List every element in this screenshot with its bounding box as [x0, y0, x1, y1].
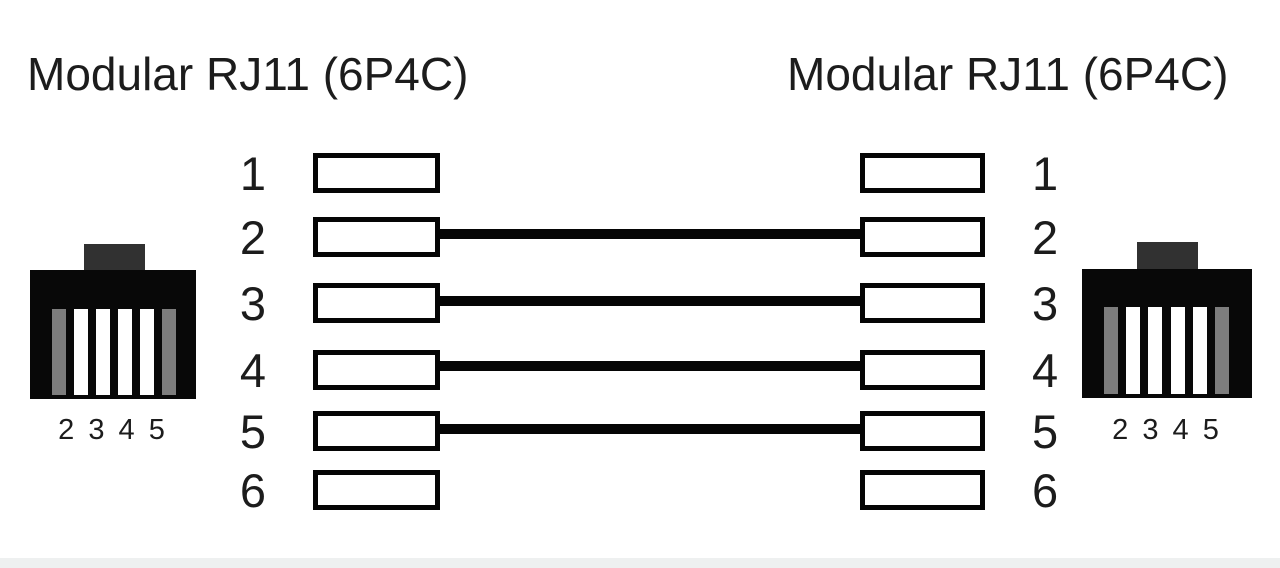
right-plug-slot-2: [1126, 307, 1141, 394]
left-pin-number-4: 4: [239, 344, 266, 397]
left-pin-number-6: 6: [239, 464, 266, 517]
wire-pin5-to-pin5: [437, 424, 863, 434]
right-pin-contact-2: [860, 217, 985, 257]
left-pin-number-5: 5: [239, 405, 266, 458]
left-pin-number-3: 3: [239, 277, 266, 330]
right-pin-number-6: 6: [1032, 464, 1059, 517]
right-plug-slot-6: [1214, 307, 1229, 394]
left-plug-contact-slots: [52, 309, 176, 395]
right-connector-title: Modular RJ11 (6P4C): [787, 48, 1229, 100]
right-pin-contact-3: [860, 283, 985, 323]
left-connector-title: Modular RJ11 (6P4C): [27, 48, 469, 100]
right-pin-contact-5: [860, 411, 985, 451]
left-plug-slot-4: [118, 309, 132, 395]
right-pin-contact-4: [860, 350, 985, 390]
left-pin-contact-3: [313, 283, 440, 323]
right-plug-pin-labels: 2 3 4 5: [1112, 414, 1222, 446]
right-pin-contact-6: [860, 470, 985, 510]
left-pin-contact-4: [313, 350, 440, 390]
left-plug-slot-6: [162, 309, 176, 395]
right-pin-number-4: 4: [1032, 344, 1059, 397]
wire-pin3-to-pin3: [437, 296, 863, 306]
left-plug-slot-5: [140, 309, 154, 395]
right-pin-number-3: 3: [1032, 277, 1059, 330]
left-pin-number-1: 1: [239, 147, 266, 200]
left-plug-slot-2: [74, 309, 88, 395]
left-pin-contact-5: [313, 411, 440, 451]
left-pin-contact-6: [313, 470, 440, 510]
left-plug-latch-icon: [84, 244, 145, 274]
right-plug-slot-3: [1148, 307, 1163, 394]
right-plug-slot-1: [1104, 307, 1118, 394]
right-plug-contact-slots: [1104, 307, 1229, 394]
left-plug-pin-labels: 2 3 4 5: [58, 414, 168, 446]
wire-pin4-to-pin4: [437, 361, 863, 371]
left-plug-slot-1: [52, 309, 66, 395]
right-pin-number-5: 5: [1032, 405, 1059, 458]
right-plug-slot-5: [1192, 307, 1207, 394]
right-plug-latch-icon: [1137, 242, 1198, 272]
left-pin-number-2: 2: [239, 211, 266, 264]
left-pin-contact-1: [313, 153, 440, 193]
wire-pin2-to-pin2: [437, 229, 863, 239]
left-plug-slot-3: [96, 309, 110, 395]
right-pin-number-1: 1: [1032, 147, 1059, 200]
right-pin-contact-1: [860, 153, 985, 193]
bottom-divider-bar: [0, 558, 1280, 568]
right-plug-slot-4: [1170, 307, 1185, 394]
left-pin-contact-2: [313, 217, 440, 257]
right-pin-number-2: 2: [1032, 211, 1059, 264]
